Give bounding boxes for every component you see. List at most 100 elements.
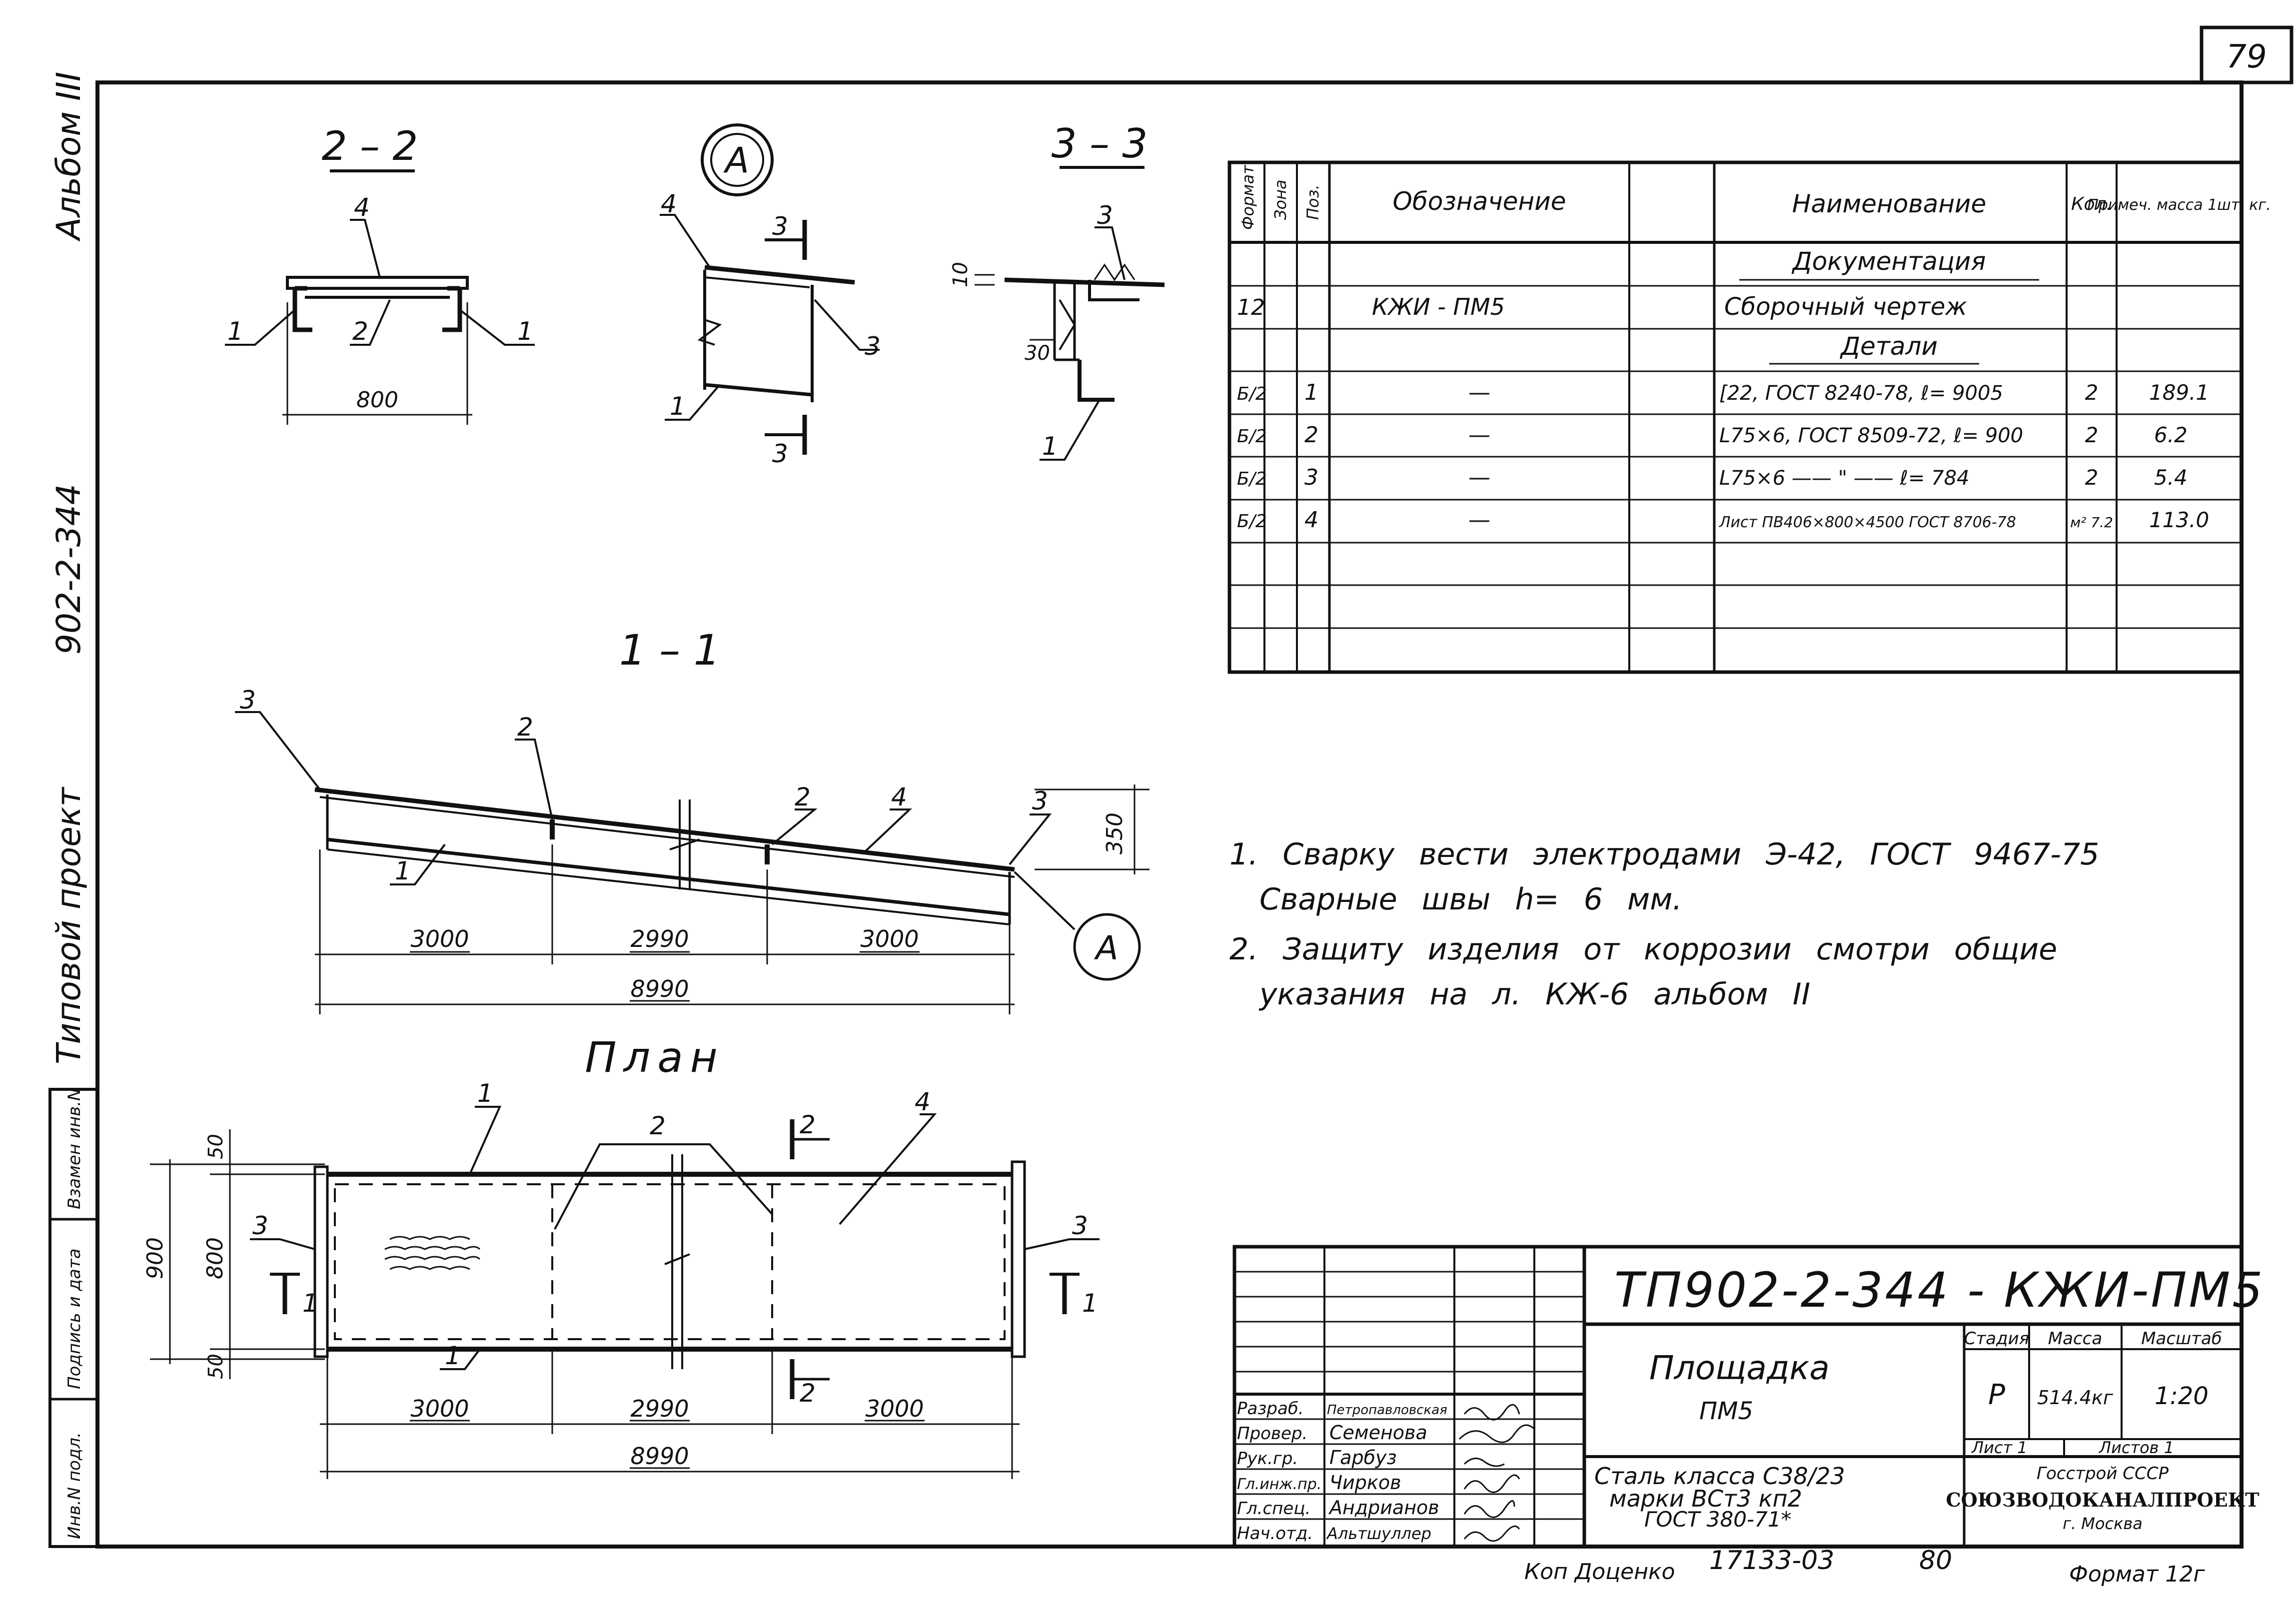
svg-text:L75×6 —— " —— ℓ= 784: L75×6 —— " —— ℓ= 784 xyxy=(1719,467,1970,490)
svg-text:г. Москва: г. Москва xyxy=(2063,1514,2143,1533)
notes: 1. Сварку вести электродами Э-42, ГОСТ 9… xyxy=(1229,837,2099,1012)
svg-text:8990: 8990 xyxy=(630,1443,689,1470)
svg-text:4: 4 xyxy=(1304,507,1318,533)
note-1: 1. Сварку вести электродами Э-42, ГОСТ 9… xyxy=(1229,837,2099,872)
svg-text:1: 1 xyxy=(1304,380,1318,405)
title-block: ТП902-2-344 - КЖИ-ПМ5 Площадка ПМ5 Стади… xyxy=(1232,1245,2265,1549)
svg-text:3: 3 xyxy=(865,332,881,361)
svg-text:A: A xyxy=(723,140,749,181)
footer-sheet: 80 xyxy=(1919,1546,1952,1576)
svg-text:Стадия: Стадия xyxy=(1964,1329,2029,1349)
svg-text:2: 2 xyxy=(2085,380,2099,405)
stamp-replace: Взамен инв.N xyxy=(64,1088,84,1209)
note-2: 2. Защиту изделия от коррозии смотри общ… xyxy=(1229,932,2057,967)
spec-row-4: Б/2 4 — Лист ПВ406×800×4500 ГОСТ 8706-78… xyxy=(1237,507,2209,533)
svg-text:8990: 8990 xyxy=(630,975,689,1002)
svg-text:A: A xyxy=(1094,929,1118,967)
left-stamp: Инв.N подл. Подпись и дата Взамен инв.N xyxy=(48,1088,99,1548)
svg-text:3: 3 xyxy=(772,212,788,241)
svg-text:2990: 2990 xyxy=(630,1395,689,1422)
svg-text:2: 2 xyxy=(2085,423,2099,447)
svg-text:Масштаб: Масштаб xyxy=(2141,1329,2222,1349)
svg-text:189.1: 189.1 xyxy=(2149,380,2209,405)
svg-text:1: 1 xyxy=(1042,432,1058,461)
svg-text:Документация: Документация xyxy=(1792,247,1986,276)
svg-text:2: 2 xyxy=(2085,465,2099,490)
svg-text:3000: 3000 xyxy=(410,1395,469,1422)
svg-text:2: 2 xyxy=(800,1379,816,1408)
margin-project-type: Типовой проект xyxy=(49,786,88,1064)
copied-by: Коп Доценко xyxy=(1524,1559,1675,1585)
svg-text:Масса: Масса xyxy=(2048,1329,2102,1349)
svg-text:Госстрой СССР: Госстрой СССР xyxy=(2037,1464,2169,1484)
svg-text:1 – 1: 1 – 1 xyxy=(619,626,720,675)
svg-text:2: 2 xyxy=(795,783,811,811)
svg-text:3: 3 xyxy=(1072,1211,1088,1240)
section-2-2-title: 2 – 2 xyxy=(322,123,418,169)
svg-text:—: — xyxy=(1468,380,1490,405)
svg-text:Обозначение: Обозначение xyxy=(1393,187,1566,216)
scale: 1:20 xyxy=(2155,1382,2209,1410)
svg-text:3: 3 xyxy=(1032,787,1048,815)
svg-text:Сталь класса С38/23: Сталь класса С38/23 xyxy=(1594,1463,1845,1490)
section-1-1: 1 – 1 350 3 2 2 4 3 1 A xyxy=(235,626,1149,1014)
svg-text:Поз.: Поз. xyxy=(1303,184,1322,220)
detail-a: A 3 3 4 3 1 xyxy=(660,123,881,468)
svg-text:30: 30 xyxy=(1025,342,1050,365)
svg-text:4: 4 xyxy=(915,1087,931,1116)
svg-text:Чирков: Чирков xyxy=(1329,1472,1401,1494)
doc-code: ТП902-2-344 - КЖИ-ПМ5 xyxy=(1614,1262,2265,1318)
svg-text:Рук.гр.: Рук.гр. xyxy=(1237,1449,1298,1469)
drawing-name: Площадка xyxy=(1649,1349,1830,1387)
svg-text:—: — xyxy=(1468,422,1490,448)
svg-text:Зона: Зона xyxy=(1271,179,1290,220)
margin-album: Альбом III xyxy=(49,72,88,242)
svg-text:6.2: 6.2 xyxy=(2154,423,2188,447)
svg-text:Кол.: Кол. xyxy=(2071,194,2112,214)
page-number: 79 xyxy=(2226,38,2267,75)
svg-text:12: 12 xyxy=(1237,295,1265,320)
spec-row-2: Б/2 2 — L75×6, ГОСТ 8509-72, ℓ= 900 2 6.… xyxy=(1237,422,2188,448)
svg-text:Гарбуз: Гарбуз xyxy=(1329,1447,1397,1469)
svg-text:2: 2 xyxy=(800,1110,816,1139)
svg-text:50: 50 xyxy=(204,1134,227,1159)
svg-text:—: — xyxy=(1468,507,1490,533)
svg-text:ГОСТ 380-71*: ГОСТ 380-71* xyxy=(1644,1507,1792,1532)
svg-text:Листов 1: Листов 1 xyxy=(2099,1438,2174,1457)
svg-text:Петропавловская: Петропавловская xyxy=(1327,1403,1447,1418)
svg-text:1: 1 xyxy=(227,317,243,346)
svg-text:1: 1 xyxy=(395,856,411,885)
svg-text:Детали: Детали xyxy=(1840,332,1938,361)
svg-text:1: 1 xyxy=(302,1289,318,1318)
svg-text:КЖИ - ПМ5: КЖИ - ПМ5 xyxy=(1372,293,1505,320)
stamp-sign: Подпись и дата xyxy=(64,1248,84,1389)
staff-list: Разраб. Петропавловская Провер. Семенова… xyxy=(1237,1399,1447,1544)
drawing-name-2: ПМ5 xyxy=(1699,1397,1753,1425)
svg-text:1: 1 xyxy=(517,317,533,346)
svg-text:Альтшуллер: Альтшуллер xyxy=(1326,1524,1431,1543)
svg-text:3: 3 xyxy=(1097,201,1113,230)
stamp-inv: Инв.N подл. xyxy=(64,1432,84,1539)
svg-text:Сборочный чертеж: Сборочный чертеж xyxy=(1724,293,1967,321)
archive-number: 17133-03 xyxy=(1709,1546,1834,1576)
signatures xyxy=(1458,1404,1535,1542)
format: Формат 12г xyxy=(2069,1562,2205,1587)
note-1b: Сварные швы h= 6 мм. xyxy=(1259,882,1682,917)
svg-text:—: — xyxy=(1468,465,1490,490)
svg-text:3: 3 xyxy=(240,686,256,715)
svg-text:Б/2: Б/2 xyxy=(1237,511,1267,532)
note-2b: указания на л. КЖ-6 альбом II xyxy=(1258,977,1810,1012)
section-2-2: 2 – 2 800 4 1 2 1 xyxy=(225,123,535,425)
svg-text:3000: 3000 xyxy=(865,1395,924,1422)
svg-text:2: 2 xyxy=(517,713,533,742)
svg-text:Лист ПВ406×800×4500 ГОСТ 8706-: Лист ПВ406×800×4500 ГОСТ 8706-78 xyxy=(1719,514,2016,531)
svg-text:Андрианов: Андрианов xyxy=(1328,1497,1439,1519)
svg-text:м² 7.2: м² 7.2 xyxy=(2070,514,2113,531)
svg-text:2: 2 xyxy=(1304,422,1318,448)
svg-text:Наименование: Наименование xyxy=(1792,189,1987,218)
svg-text:3: 3 xyxy=(772,439,788,468)
svg-text:3 – 3: 3 – 3 xyxy=(1052,120,1148,167)
svg-text:1: 1 xyxy=(445,1341,461,1370)
svg-text:1: 1 xyxy=(1082,1289,1098,1318)
